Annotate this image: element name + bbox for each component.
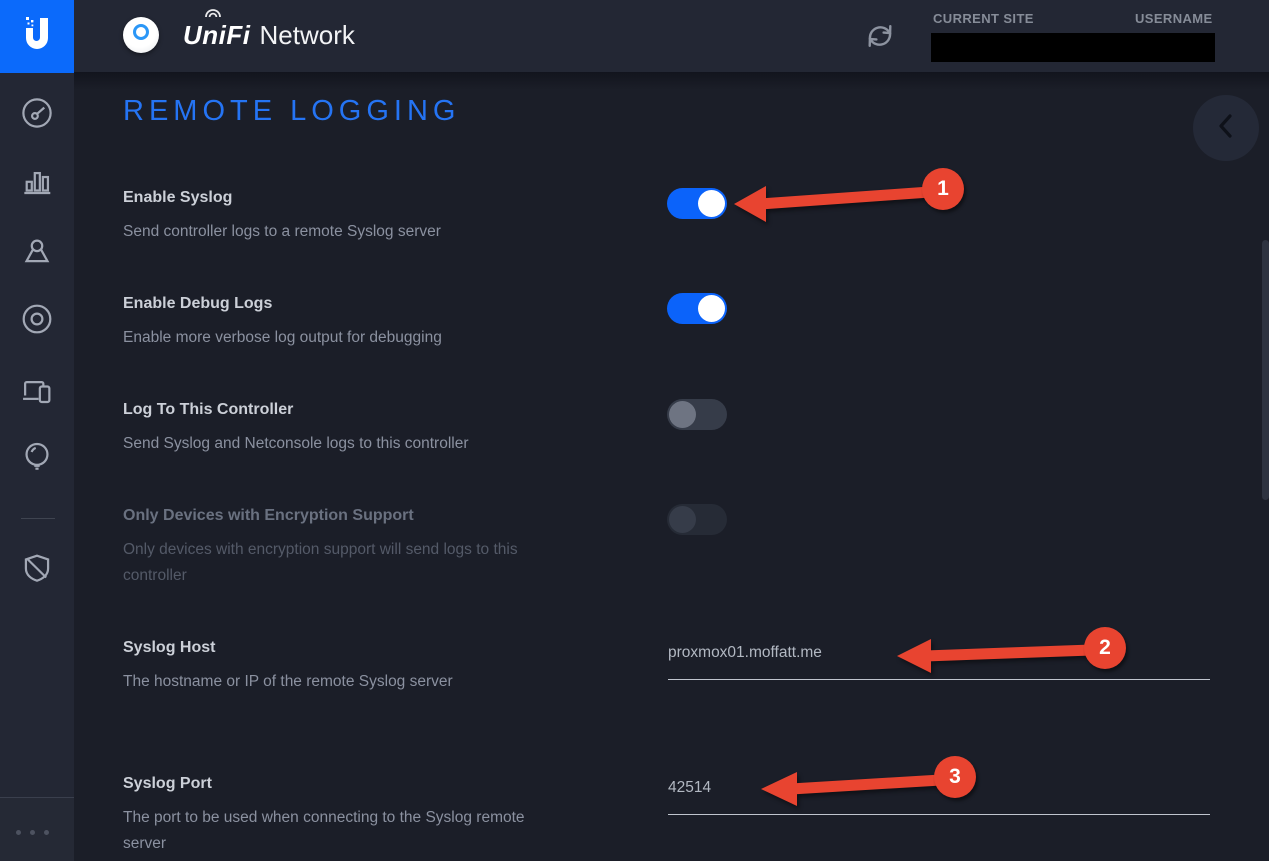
insights-bulb-icon: [18, 437, 56, 480]
threat-management-shield-icon: [18, 549, 56, 592]
toggle-knob: [698, 295, 725, 322]
only-encryption-devices-label: Only Devices with Encryption Support: [123, 507, 414, 524]
header-shadow: [74, 72, 1269, 90]
annotation-arrow-3: 3: [745, 752, 980, 808]
log-to-this-controller-toggle[interactable]: [667, 399, 727, 430]
brand-unifi: UniFi: [183, 20, 251, 50]
enable-debug-logs-toggle[interactable]: [667, 293, 727, 324]
ellipsis-icon[interactable]: [16, 830, 49, 835]
annotation-badge-3: 3: [934, 756, 976, 798]
only-encryption-devices-toggle: [667, 504, 727, 535]
sidebar-item-map[interactable]: [17, 232, 57, 272]
enable-debug-logs-description: Enable more verbose log output for debug…: [123, 329, 442, 346]
syslog-port-label: Syslog Port: [123, 775, 212, 792]
page-title: REMOTE LOGGING: [123, 95, 461, 127]
dashboard-gauge-icon: [18, 94, 56, 137]
sidebar-divider: [21, 518, 55, 519]
ubiquiti-logo-button[interactable]: [0, 0, 74, 73]
sidebar-item-dashboard[interactable]: [17, 95, 57, 135]
ubiquiti-u-logo: [17, 12, 57, 61]
sidebar-item-insights[interactable]: [17, 438, 57, 478]
sidebar-footer: [0, 797, 74, 861]
statistics-bars-icon: [18, 162, 56, 205]
only-encryption-devices-description: Only devices with encryption support wil…: [123, 541, 518, 584]
chevron-left-icon: [1214, 111, 1238, 146]
toggle-knob: [698, 190, 725, 217]
annotation-arrow-2: 2: [880, 622, 1130, 678]
annotation-badge-1: 1: [922, 168, 964, 210]
current-site-label: CURRENT SITE: [933, 11, 1034, 26]
enable-debug-logs-label: Enable Debug Logs: [123, 295, 273, 312]
enable-syslog-description: Send controller logs to a remote Syslog …: [123, 223, 441, 240]
toggle-knob: [669, 401, 696, 428]
collapse-panel-button[interactable]: [1193, 95, 1259, 161]
syslog-host-label: Syslog Host: [123, 639, 216, 656]
top-header: UniFi Network CURRENT SITE USERNAME: [74, 0, 1269, 72]
refresh-icon[interactable]: [862, 18, 898, 54]
brand-wordmark: UniFi Network: [183, 20, 355, 51]
sidebar-item-clients[interactable]: [17, 372, 57, 412]
log-to-this-controller-description: Send Syslog and Netconsole logs to this …: [123, 435, 469, 452]
syslog-port-description: The port to be used when connecting to t…: [123, 809, 525, 852]
sidebar: [0, 0, 74, 861]
enable-syslog-label: Enable Syslog: [123, 189, 233, 206]
redacted-site-username-value[interactable]: [931, 33, 1215, 62]
syslog-host-description: The hostname or IP of the remote Syslog …: [123, 673, 453, 690]
sidebar-item-statistics[interactable]: [17, 163, 57, 203]
brand-network: Network: [259, 20, 355, 50]
annotation-badge-2: 2: [1084, 627, 1126, 669]
annotation-arrow-1: 1: [730, 166, 965, 226]
unifi-ap-device-icon[interactable]: [123, 17, 159, 53]
sidebar-item-threat-management[interactable]: [17, 550, 57, 590]
devices-icon: [18, 300, 56, 343]
wifi-arcs-icon: [202, 5, 224, 24]
username-label: USERNAME: [1135, 11, 1213, 26]
clients-icon: [18, 371, 56, 414]
sidebar-item-devices[interactable]: [17, 301, 57, 341]
log-to-this-controller-label: Log To This Controller: [123, 401, 294, 418]
toggle-knob: [669, 506, 696, 533]
map-pin-icon: [18, 231, 56, 274]
enable-syslog-toggle[interactable]: [667, 188, 727, 219]
scrollbar-thumb[interactable]: [1262, 240, 1269, 500]
